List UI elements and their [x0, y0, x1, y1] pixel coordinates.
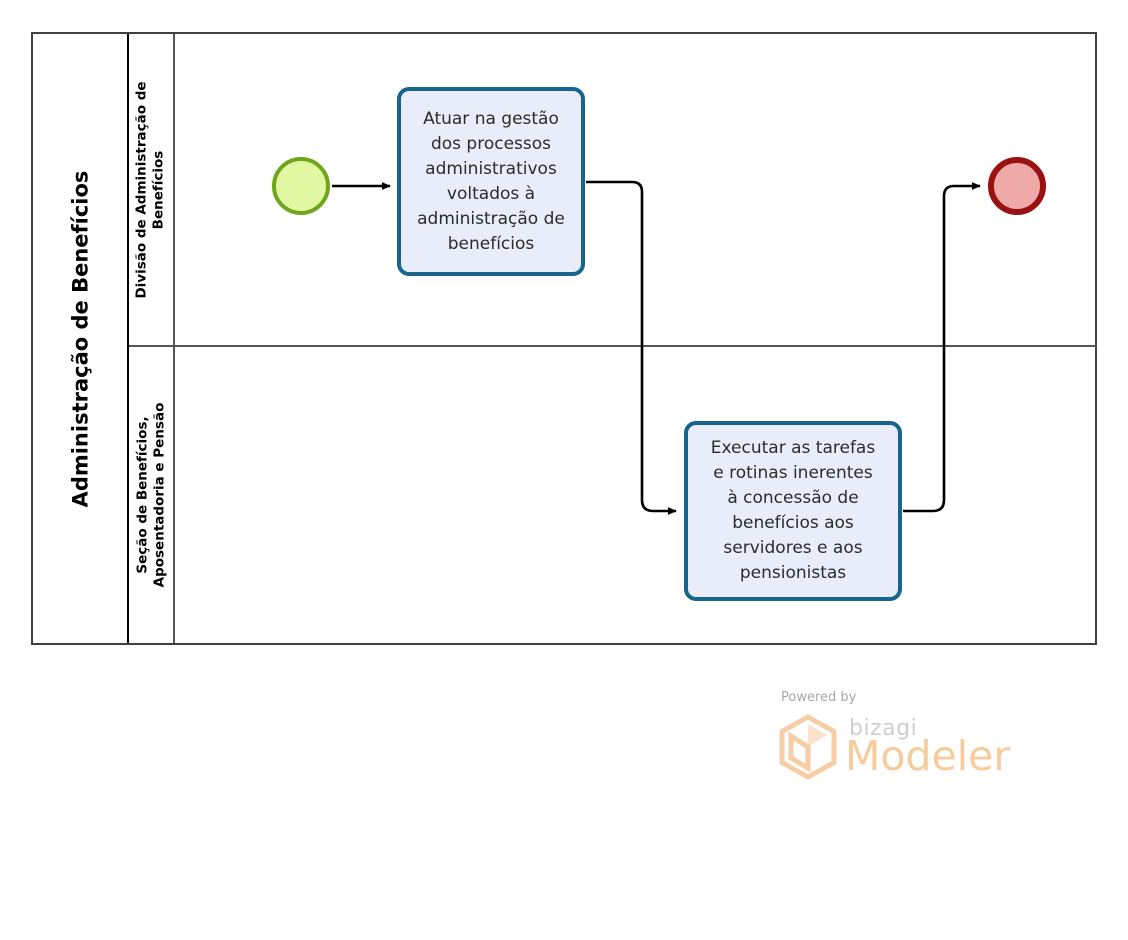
task-label: Executar as tarefas e rotinas inerentes …	[710, 438, 876, 583]
start-event-circle[interactable]	[272, 157, 330, 215]
task-atuar-na-gestao[interactable]: Atuar na gestão dos processos administra…	[397, 87, 585, 276]
lane-title-cell: Divisão de Administração de Benefícios	[129, 34, 175, 345]
lane-title-secao-beneficios: Seção de Benefícios, Aposentadoria e Pen…	[134, 402, 168, 588]
modeler-product-text: Modeler	[845, 732, 1011, 780]
bizagi-watermark: Powered by bizagi Modeler	[777, 690, 1027, 790]
lane-title-cell: Seção de Benefícios, Aposentadoria e Pen…	[129, 347, 175, 643]
bizagi-logo-icon	[779, 714, 837, 780]
task-executar-as-tarefas[interactable]: Executar as tarefas e rotinas inerentes …	[684, 421, 902, 601]
bpmn-lane-secao-beneficios: Seção de Benefícios, Aposentadoria e Pen…	[129, 347, 1097, 643]
bizagi-brand-text: bizagi	[849, 716, 918, 741]
powered-by-label: Powered by	[781, 690, 857, 705]
lane-title-divisao-administracao: Divisão de Administração de Benefícios	[134, 80, 168, 299]
pool-title-cell: Administração de Benefícios	[33, 34, 129, 643]
lane-body-2	[175, 347, 1097, 643]
task-label: Atuar na gestão dos processos administra…	[417, 108, 565, 254]
end-event-circle[interactable]	[988, 157, 1046, 215]
pool-title: Administração de Benefícios	[68, 170, 92, 507]
